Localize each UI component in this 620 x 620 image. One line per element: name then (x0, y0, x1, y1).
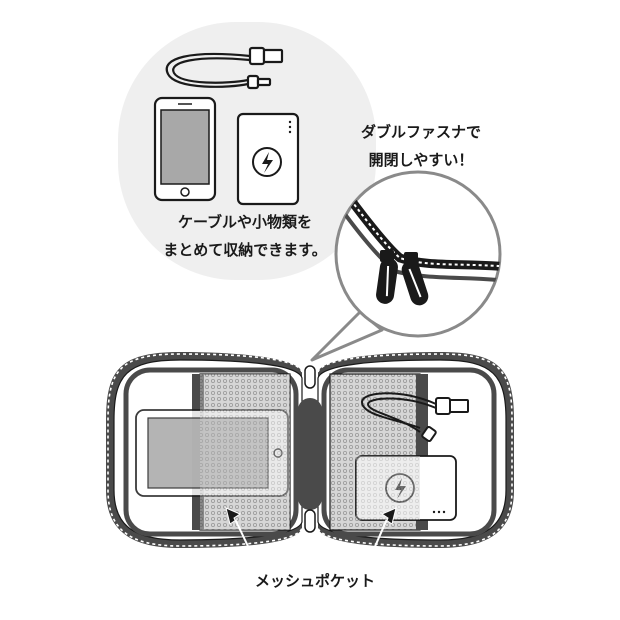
zipper-caption-line-1: ダブルファスナで (360, 123, 481, 141)
lightning-bolt-icon (262, 152, 273, 173)
smartphone-icon (153, 96, 217, 202)
contents-caption: ケーブルや小物類を まとめて収納できます。 (130, 208, 360, 264)
power-bank-icon (236, 112, 300, 206)
contents-caption-line-2: まとめて収納できます。 (163, 241, 327, 259)
zipper-caption-line-2: 開閉しやすい！ (368, 151, 474, 169)
zipper-pull-icon (376, 250, 398, 304)
mesh-pocket-icon (135, 373, 291, 531)
usb-cable-icon (165, 46, 284, 90)
mesh-pocket-caption: メッシュポケット (254, 572, 375, 590)
contents-caption-line-1: ケーブルや小物類を (177, 213, 313, 231)
zipper-zoom-bubble (310, 170, 502, 362)
pointer-arrow (225, 507, 397, 567)
zipper-pull-icon (401, 252, 429, 306)
usb-cable-icon (360, 392, 469, 442)
zipper-caption: ダブルファスナで 開閉しやすい！ (336, 118, 506, 174)
power-bank-icon (355, 455, 457, 521)
